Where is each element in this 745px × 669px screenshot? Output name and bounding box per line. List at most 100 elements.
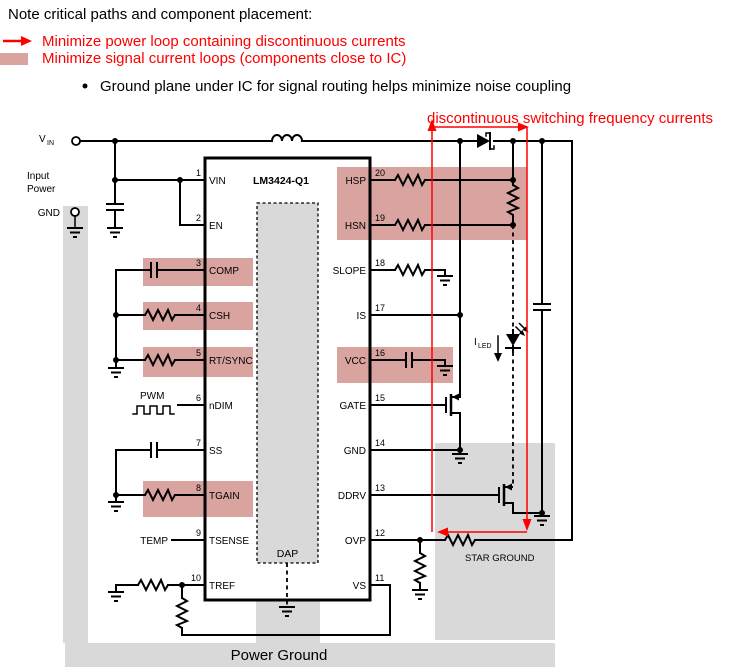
- wire-pin-vcc: [369, 359, 446, 367]
- power-loop-overlay: discontinuous switching frequency curren…: [427, 110, 713, 537]
- power-ground-plane: [65, 643, 555, 667]
- star-ground-label: STAR GROUND: [465, 553, 535, 564]
- ovp-divider-ground-icon: [411, 589, 429, 600]
- pin-number: 4: [196, 303, 201, 313]
- pin-label-hsn: HSN: [345, 221, 366, 232]
- vin-source-label: V: [39, 134, 46, 145]
- pin-number: 3: [196, 258, 201, 268]
- legend-power-loop-label: Minimize power loop containing discontin…: [42, 33, 406, 50]
- dap-outline: [256, 202, 319, 564]
- ic-outline: [203, 156, 372, 602]
- loop-arrow-left-icon: [437, 527, 448, 537]
- slope-resistor-icon: [394, 264, 426, 276]
- vcc-loop-highlight: [337, 347, 453, 383]
- input-cap-icon: [106, 203, 124, 211]
- ovp-divider-resistor-icon: [414, 552, 426, 584]
- pwm-label: PWM: [140, 391, 164, 402]
- ic-part-number: LM3424-Q1: [253, 175, 309, 187]
- pin-number: 18: [375, 258, 385, 268]
- input-power-label-1: Input: [27, 171, 49, 182]
- gnd-terminal-icon: [70, 207, 80, 217]
- loop-arrow-up-icon: [427, 119, 437, 131]
- iled-label: I: [474, 337, 477, 348]
- pin-number: 5: [196, 348, 201, 358]
- pin-label-vcc: VCC: [345, 356, 366, 367]
- ic-right-pins: 20 HSP 19 HSN 18 SLOPE 17 IS 16 VCC 15 G…: [333, 168, 385, 592]
- iled-arrow-icon: [494, 335, 502, 362]
- pin-label-gate: GATE: [340, 401, 367, 412]
- wire-vs-return: [181, 584, 391, 636]
- components: [70, 132, 551, 629]
- pwm-waveform-icon: [132, 405, 175, 415]
- tgain-loop-highlight: [143, 481, 253, 517]
- ic-left-pins: 1 VIN 2 EN 3 COMP 4 CSH 5 RT/SYNC 6 nDIM…: [191, 168, 253, 592]
- switch-mosfet-icon: [444, 392, 462, 418]
- pin-number: 9: [196, 528, 201, 538]
- wire-output-rail: [493, 140, 573, 541]
- bullet-icon: [82, 83, 88, 89]
- input-power-label-2: Power: [27, 184, 56, 195]
- pin-number: 13: [375, 483, 385, 493]
- pin-number: 16: [375, 348, 385, 358]
- figure-title: Note critical paths and component placem…: [8, 6, 312, 23]
- pin-label-slope: SLOPE: [333, 266, 367, 277]
- pin-number: 2: [196, 213, 201, 223]
- pin-number: 6: [196, 393, 201, 403]
- pin-label-ndim: nDIM: [209, 401, 233, 412]
- tref-divider-resistor-icon: [176, 597, 188, 629]
- star-ground-plane: [435, 443, 555, 640]
- loop-arrow-right-icon: [518, 122, 529, 132]
- vin-source-subscript: IN: [47, 140, 54, 147]
- temp-label: TEMP: [140, 536, 168, 547]
- wire-pin-tref: [115, 584, 206, 593]
- pin-label-rtsync: RT/SYNC: [209, 356, 253, 367]
- wire-pin-en: [179, 179, 206, 226]
- ss-cap-icon: [150, 442, 158, 458]
- pin-number: 7: [196, 438, 201, 448]
- pin-label-vin: VIN: [209, 176, 226, 187]
- schematic-labels: V IN Input Power GND PWM TEMP I LED STAR…: [27, 134, 535, 664]
- pin-label-is: IS: [357, 311, 367, 322]
- pin-label-tref: TREF: [209, 581, 235, 592]
- dap-pad: DAP: [256, 202, 319, 617]
- legend-arrow-head-icon: [21, 36, 32, 46]
- pin-label-hsp: HSP: [345, 176, 366, 187]
- pin-number: 11: [375, 573, 384, 583]
- pin-number: 12: [375, 528, 385, 538]
- dap-label: DAP: [277, 548, 299, 560]
- tref-resistor-icon: [137, 579, 169, 591]
- junction-dots: [112, 138, 545, 588]
- rtsync-ground-icon: [107, 367, 125, 378]
- pin-number: 1: [196, 168, 201, 178]
- pin-label-vs: VS: [353, 581, 367, 592]
- pin-number: 14: [375, 438, 385, 448]
- bullet-note-label: Ground plane under IC for signal routing…: [100, 78, 571, 95]
- tgain-ground-icon: [107, 501, 125, 512]
- discontinuous-currents-note: discontinuous switching frequency curren…: [427, 110, 713, 127]
- schottky-diode-icon: [477, 132, 495, 150]
- vcc-cap-icon: [405, 352, 413, 368]
- iled-subscript: LED: [478, 343, 492, 350]
- tref-ground-icon: [107, 591, 125, 602]
- pin-label-ss: SS: [209, 446, 223, 457]
- pin-number: 10: [191, 573, 201, 583]
- pin-label-tgain: TGAIN: [209, 491, 240, 502]
- pin-label-gnd: GND: [344, 446, 366, 457]
- pin-number: 17: [375, 303, 385, 313]
- slope-ground-icon: [436, 275, 454, 286]
- pin-label-ovp: OVP: [345, 536, 366, 547]
- input-cap-ground-icon: [106, 227, 124, 238]
- pin-label-csh: CSH: [209, 311, 230, 322]
- wire-pin-slope: [369, 269, 446, 277]
- legend-signal-loops-label: Minimize signal current loops (component…: [42, 50, 406, 67]
- pin-label-comp: COMP: [209, 266, 239, 277]
- pin-label-en: EN: [209, 221, 223, 232]
- pin-number: 19: [375, 213, 385, 223]
- output-cap-icon: [533, 303, 551, 311]
- power-ground-label: Power Ground: [231, 647, 328, 664]
- pin-label-ddrv: DDRV: [338, 491, 366, 502]
- led-icon: [505, 322, 529, 349]
- pin-number: 15: [375, 393, 385, 403]
- pin-label-tsense: TSENSE: [209, 536, 249, 547]
